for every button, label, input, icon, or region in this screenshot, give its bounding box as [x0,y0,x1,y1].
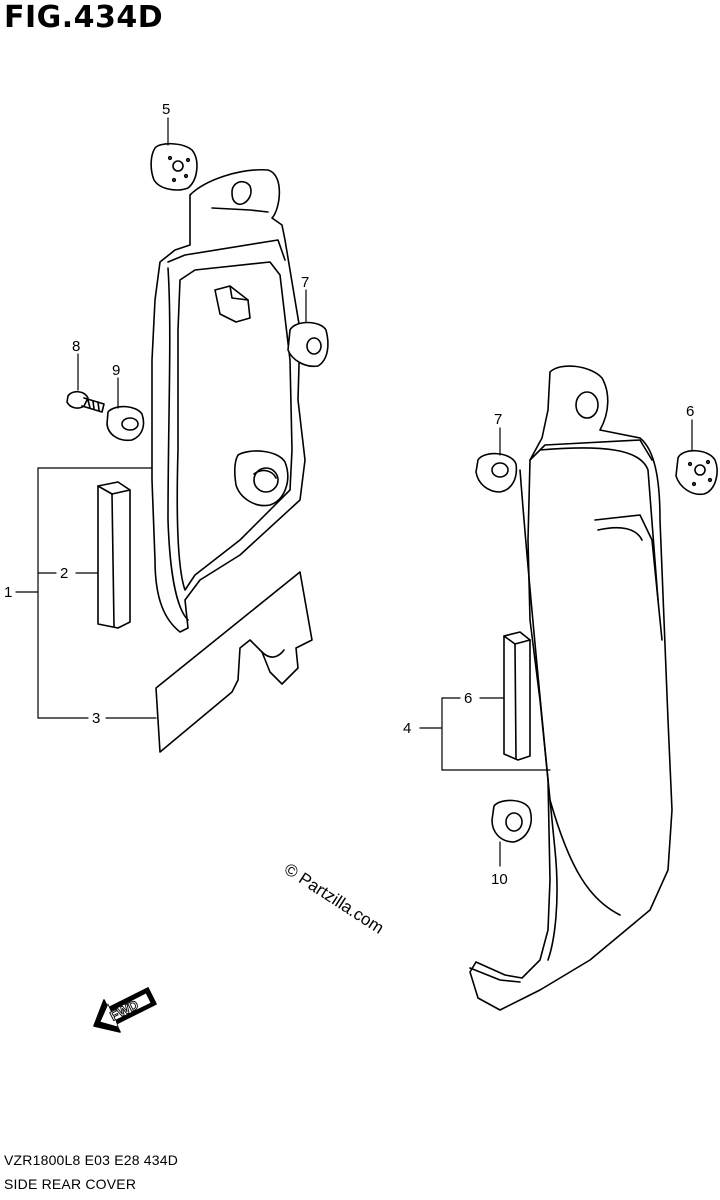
sheet-3 [155,571,313,753]
callout-2: 2 [60,565,68,582]
callout-1: 1 [4,584,12,601]
callout-7-right: 7 [494,411,502,428]
grommet-6-left [150,142,198,191]
callout-5: 6 [464,690,472,707]
grommet-7-right [475,452,518,493]
watermark: © Partzilla.com [281,859,387,937]
callout-10: 10 [491,871,508,888]
left-cover-bracket [151,169,306,633]
callout-4: 4 [403,720,411,737]
callout-9: 9 [112,362,120,379]
figure-title: FIG.434D [4,0,164,35]
right-cover [469,365,673,1011]
grommet-6-right [675,449,718,496]
screw-8 [66,390,105,413]
pad-2 [97,481,131,629]
callout-6-left: 5 [162,101,170,118]
leader-lines [15,117,693,867]
grommet-10 [491,799,532,843]
callout-7-upper: 7 [301,274,309,291]
pad-5 [503,631,531,761]
callout-8: 8 [72,338,80,355]
diagram-name: SIDE REAR COVER [4,1176,137,1192]
callout-3: 3 [92,710,100,727]
callout-6-right: 6 [686,403,694,420]
grommet-7-upper [287,321,329,368]
fwd-arrow [93,987,157,1033]
model-code: VZR1800L8 E03 E28 434D [4,1152,179,1168]
grommet-9 [106,405,145,442]
